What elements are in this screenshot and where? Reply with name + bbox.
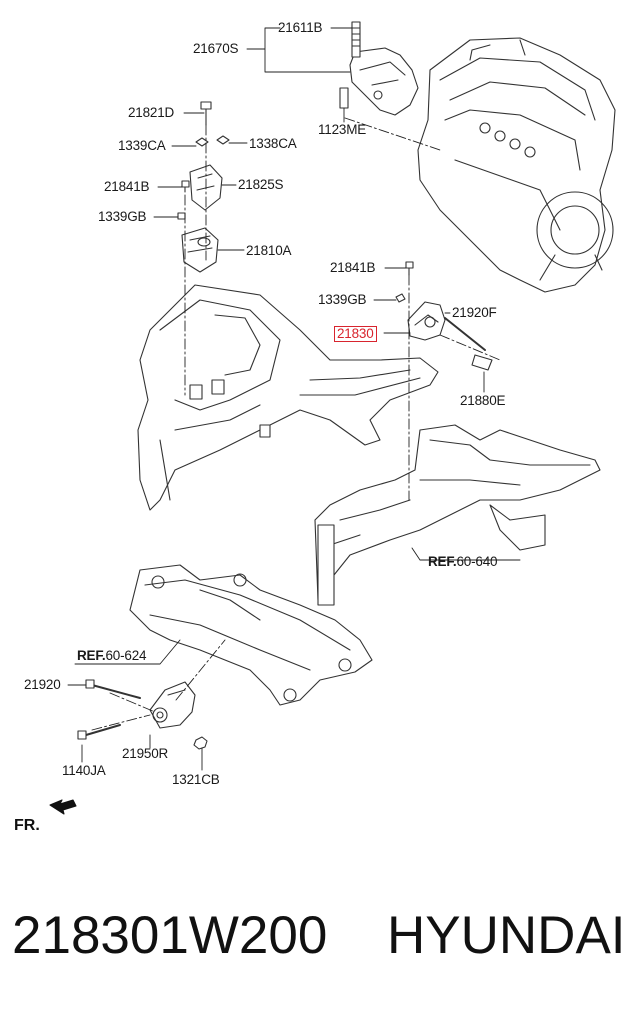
- ref-code: 60-624: [105, 648, 147, 663]
- right-side-member-drawing: [314, 424, 601, 606]
- callout-1123ME: 1123ME: [318, 122, 367, 137]
- dash-dot-alignment-lines: [91, 117, 501, 731]
- target-part-21830-drawing: [395, 261, 493, 371]
- callout-21830-highlighted: 21830: [334, 326, 377, 342]
- ref-60-624: REF.60-624: [77, 648, 147, 664]
- leader-lines: [67, 27, 521, 771]
- callout-21841B-upper: 21841B: [104, 179, 150, 194]
- callout-21920: 21920: [24, 677, 61, 692]
- subframe-drawing: [129, 564, 373, 706]
- left-mount-assembly-drawing: [177, 101, 230, 273]
- callout-21920F: 21920F: [452, 305, 497, 320]
- callout-21611B: 21611B: [278, 20, 323, 35]
- ref-prefix: REF.: [77, 648, 106, 663]
- exploded-parts-diagram: 21611B 21670S 1123ME 21821D 1339CA 1338C…: [14, 20, 616, 834]
- callout-1321CB: 1321CB: [172, 772, 220, 787]
- engine-block-drawing: [417, 37, 616, 293]
- callout-21825S: 21825S: [238, 177, 284, 192]
- callout-21821D: 21821D: [128, 105, 175, 120]
- callout-1339GB-upper: 1339GB: [98, 209, 147, 224]
- brand-name: HYUNDAI: [387, 906, 626, 965]
- callout-1338CA: 1338CA: [249, 136, 297, 151]
- callout-21810A: 21810A: [246, 243, 292, 258]
- front-indicator-label: FR.: [14, 817, 40, 834]
- callout-1140JA: 1140JA: [62, 763, 106, 778]
- part-number: 218301W200: [12, 906, 328, 965]
- callout-21950R: 21950R: [122, 746, 169, 761]
- engine-mount-bracket-drawing: [339, 21, 419, 116]
- diagram-artwork: [49, 21, 616, 815]
- callout-1339GB-lower: 1339GB: [318, 292, 367, 307]
- callout-1339CA: 1339CA: [118, 138, 166, 153]
- product-caption: 218301W200 HYUNDAI: [0, 905, 642, 975]
- ref-prefix: REF.: [428, 554, 457, 569]
- front-arrow-icon: [49, 799, 77, 815]
- ref-code: 60-640: [456, 554, 498, 569]
- callout-21841B-lower: 21841B: [330, 260, 376, 275]
- callout-21670S: 21670S: [193, 41, 239, 56]
- roll-rod-mount-drawing: [77, 679, 208, 750]
- callout-21880E: 21880E: [460, 393, 506, 408]
- ref-60-640: REF.60-640: [428, 554, 498, 570]
- left-side-member-drawing: [137, 284, 439, 511]
